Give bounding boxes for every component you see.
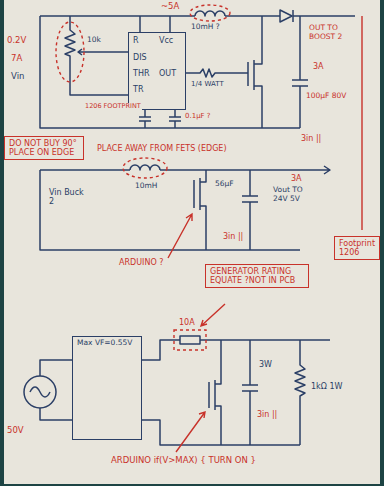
box-text: DO NOT BUY 90° PLACE ON EDGE xyxy=(9,139,79,157)
pin-label: Vcc xyxy=(159,36,173,45)
annotation-label: 0.2V xyxy=(6,36,27,46)
annotation-label: 3A xyxy=(290,174,303,183)
annotation-label: 10A xyxy=(178,318,196,327)
red-wire xyxy=(361,16,362,230)
dashed-highlight xyxy=(190,5,230,21)
annotation-label: 10mH ? xyxy=(190,23,221,32)
fuse-symbol xyxy=(180,336,200,344)
annotation-label: 7A xyxy=(10,54,23,64)
wire xyxy=(225,15,280,17)
mosfet-symbol xyxy=(248,16,262,128)
wire xyxy=(40,360,72,420)
annotation-label: ARDUINO ? xyxy=(118,258,164,267)
annotation-label: 0.1µF ? xyxy=(184,112,212,120)
wire xyxy=(40,16,300,128)
capacitor-symbol xyxy=(292,16,308,128)
wire xyxy=(40,170,300,250)
annotation-label: Vout TO 24V 5V xyxy=(272,186,316,203)
wire xyxy=(40,169,130,171)
annotation-label: 3W xyxy=(258,360,273,369)
annotation-label: OUT TO BOOST 2 xyxy=(308,24,358,41)
annotation-label: 56µF xyxy=(214,180,235,189)
annotation-label: 1206 FOOTPRINT xyxy=(84,103,142,110)
annotation-label: 3in || xyxy=(300,134,322,143)
inductor-symbol xyxy=(195,11,225,16)
annotation-label: 1kΩ 1W xyxy=(310,382,343,391)
box-text: Footprint 1206 xyxy=(339,239,375,257)
mosfet-symbol xyxy=(194,170,206,250)
ac-source-symbol xyxy=(24,376,56,408)
annotation-label: 50V xyxy=(6,426,25,436)
pin-label: TR xyxy=(133,85,143,94)
pointer-arrow xyxy=(176,412,205,452)
note-box: GENERATOR RATING EQUATE ?NOT IN PCB xyxy=(205,264,309,288)
annotation-label: 1/4 WATT xyxy=(190,80,225,88)
annotation-label: 100µF 80V xyxy=(305,92,347,101)
dashed-highlight xyxy=(56,22,84,82)
annotation-label: 3in || xyxy=(222,232,244,241)
timer-ic-box: R VccDIS THR TR OUT xyxy=(128,32,186,110)
resistor-symbol xyxy=(186,69,248,77)
capacitor-symbol xyxy=(242,170,258,250)
inductor-symbol xyxy=(130,165,160,170)
wire xyxy=(160,166,330,174)
box-text: GENERATOR RATING EQUATE ?NOT IN PCB xyxy=(210,267,304,285)
annotation-label: 10k xyxy=(86,36,102,45)
pointer-arrow xyxy=(168,214,192,258)
annotation-label: 3in || xyxy=(256,410,278,419)
wire xyxy=(293,10,355,22)
dashed-highlight xyxy=(123,158,167,178)
wire xyxy=(40,15,195,17)
diode-symbol xyxy=(280,10,292,22)
resistor-symbol xyxy=(295,340,305,445)
annotation-label: ~5A xyxy=(160,2,180,12)
pin-label: THR xyxy=(133,69,149,78)
annotation-label: Vin xyxy=(10,72,25,82)
dashed-highlight xyxy=(174,330,206,350)
pointer-arrow xyxy=(201,304,225,326)
pin-label: DIS xyxy=(133,53,147,62)
sine-symbol xyxy=(30,387,50,397)
wiper-wire xyxy=(78,49,128,55)
capacitor-symbol xyxy=(242,340,258,445)
note-box: DO NOT BUY 90° PLACE ON EDGE xyxy=(4,136,84,160)
pin-label: R xyxy=(133,36,139,45)
annotation-label: Vin Buck 2 xyxy=(48,188,90,206)
annotation-label: PLACE AWAY FROM FETS (EDGE) xyxy=(96,144,228,153)
mosfet-symbol xyxy=(209,340,221,445)
wire xyxy=(140,16,170,32)
note-box: Footprint 1206 xyxy=(334,236,380,260)
annotation-label: ARDUINO if(V>MAX) { TURN ON } xyxy=(110,456,257,466)
box-text: Max VF=0.55V xyxy=(77,339,137,348)
wire xyxy=(142,340,330,360)
capacitor-symbol xyxy=(169,110,181,128)
capacitor-symbol xyxy=(139,110,151,128)
potentiometer-symbol xyxy=(65,16,128,95)
bridge-rectifier-box: Max VF=0.55V xyxy=(72,336,142,440)
annotation-label: 3A xyxy=(312,62,325,71)
pin-label: OUT xyxy=(159,69,176,78)
annotation-label: 10mH xyxy=(134,182,159,191)
